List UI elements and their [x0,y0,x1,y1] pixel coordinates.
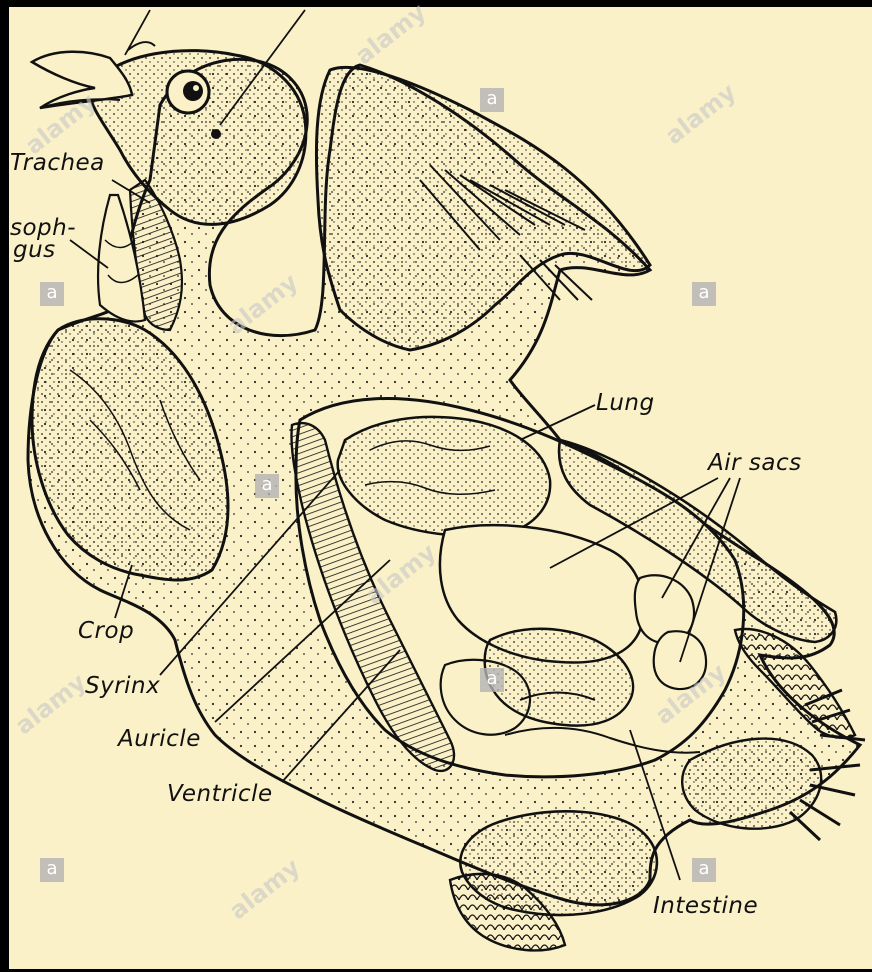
label-air-sacs: Air sacs [708,450,802,476]
label-auricle: Auricle [118,726,201,752]
label-lung: Lung [596,390,655,416]
label-esophagus-line2: gus [13,240,56,260]
tail-area [682,739,821,829]
label-ventricle: Ventricle [167,781,273,807]
label-intestine: Intestine [653,893,758,919]
label-crop: Crop [78,618,134,644]
label-trachea: Trachea [10,150,105,176]
label-syrinx: Syrinx [85,673,160,699]
label-esophagus-line1: soph- [10,218,76,238]
